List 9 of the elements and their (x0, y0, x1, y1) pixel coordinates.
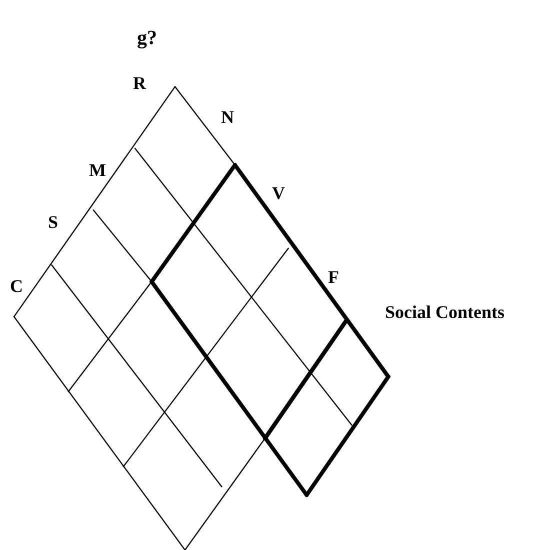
axis-letter: S (48, 213, 58, 231)
axis-letter: C (10, 277, 23, 295)
axis-label: Social Contents (385, 303, 505, 321)
axis-letter: F (328, 268, 339, 286)
axis-letter: N (221, 108, 234, 126)
axis-letter: R (133, 74, 146, 92)
axis-letter: V (272, 184, 285, 202)
axis-letter: M (89, 161, 106, 179)
title: g? (137, 28, 157, 48)
